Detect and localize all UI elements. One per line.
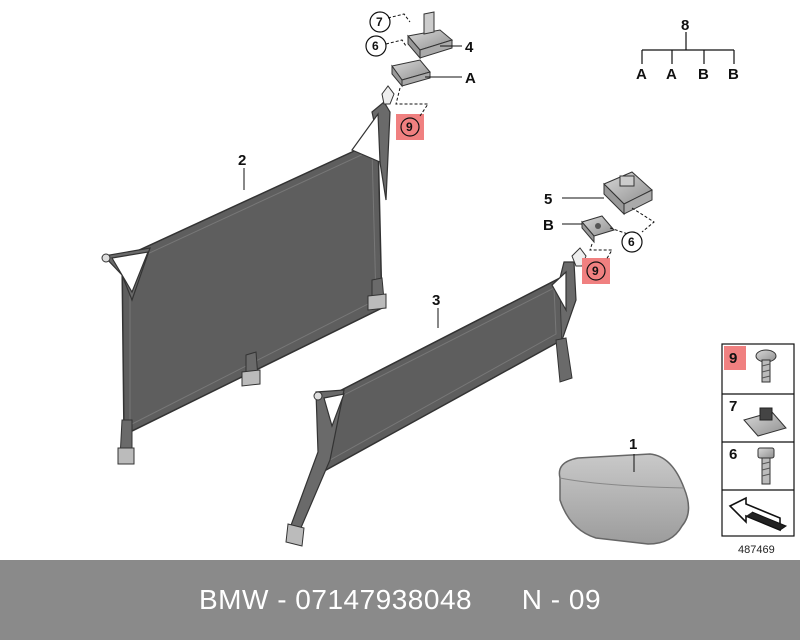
label-part-9a: 9 <box>406 120 413 134</box>
bolt-icon-6 <box>757 447 775 485</box>
footer-part-number: BMW - 07147938048 N - 09 <box>198 584 602 615</box>
top-bracket-assembly <box>391 11 454 88</box>
dash-leaders-mid <box>609 207 655 235</box>
label-tree-leaf-2: A <box>666 66 677 83</box>
label-ref-b-mid: B <box>543 217 554 234</box>
label-part-6a: 6 <box>372 39 379 53</box>
label-part-6b: 6 <box>628 235 635 249</box>
circle-7 <box>369 11 391 33</box>
legend-highlight-9 <box>724 346 746 370</box>
parts-diagram: 2 3 4 A 7 6 9 <box>101 11 795 556</box>
label-part-7: 7 <box>376 15 383 29</box>
circle-6-mid <box>621 231 643 253</box>
legend-label-7: 7 <box>729 398 737 415</box>
label-part-9b: 9 <box>592 264 599 278</box>
legend-ref-number: 487469 <box>738 544 775 556</box>
reference-tree <box>641 32 735 64</box>
footer-bar: BMW - 07147938048 N - 09 <box>0 560 800 640</box>
screw-icon-9 <box>755 349 777 383</box>
label-tree-leaf-3: B <box>698 66 709 83</box>
legend-label-9: 9 <box>729 350 737 367</box>
legend-box <box>721 343 795 537</box>
legend-label-6: 6 <box>729 446 737 463</box>
label-part-4: 4 <box>465 39 474 56</box>
dash-leader-9-mid <box>589 243 613 261</box>
pad-part-1 <box>558 453 690 545</box>
label-tree-root: 8 <box>681 17 689 34</box>
label-part-2: 2 <box>238 152 246 169</box>
partition-net-2 <box>101 85 395 465</box>
label-ref-a-top: A <box>465 70 476 87</box>
dash-leaders-top <box>385 13 411 47</box>
label-tree-leaf-1: A <box>636 66 647 83</box>
middle-bracket-assembly <box>581 171 653 244</box>
circle-9-mid <box>586 261 606 281</box>
circle-9-top <box>400 117 420 137</box>
arrow-icon <box>728 496 788 532</box>
label-part-1: 1 <box>629 436 637 453</box>
label-tree-leaf-4: B <box>728 66 739 83</box>
circle-6-top <box>365 35 387 57</box>
dash-leader-9-top <box>395 87 429 117</box>
label-part-5: 5 <box>544 191 552 208</box>
partition-net-3 <box>285 247 587 547</box>
label-part-3: 3 <box>432 292 440 309</box>
clip-nut-icon-7 <box>743 407 787 437</box>
